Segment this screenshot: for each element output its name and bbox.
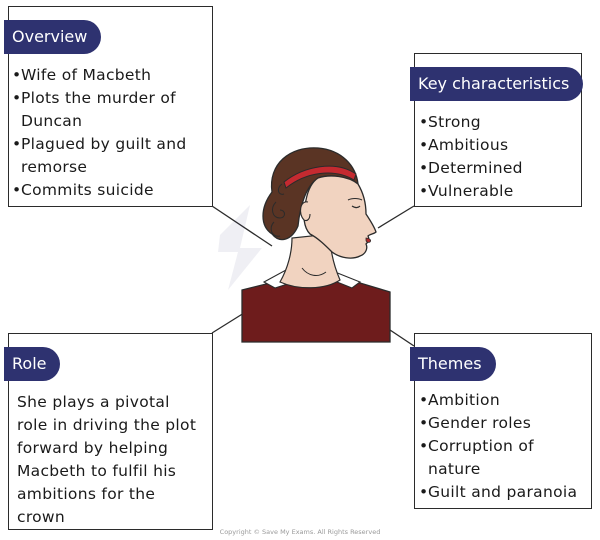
overview-list: Wife of Macbeth Plots the murder of Dunc… — [12, 64, 210, 202]
list-item: Strong — [419, 111, 579, 134]
list-item: Plagued by guilt and remorse — [12, 133, 210, 179]
list-item: Gender roles — [419, 412, 591, 435]
themes-list: Ambition Gender roles Corruption of natu… — [419, 389, 591, 504]
themes-title: Themes — [410, 347, 496, 381]
headband — [283, 165, 357, 189]
list-item: Determined — [419, 157, 579, 180]
overview-title: Overview — [4, 20, 102, 54]
list-item: Ambition — [419, 389, 591, 412]
role-title: Role — [4, 347, 61, 381]
list-item: Vulnerable — [419, 180, 579, 203]
lady-macbeth-illustration — [218, 147, 391, 343]
list-item: Guilt and paranoia — [419, 481, 591, 504]
watermark-logo-icon — [218, 205, 262, 290]
list-item: Corruption of nature — [419, 435, 591, 481]
list-item: Ambitious — [419, 134, 579, 157]
role-description: She plays a pivotal role in driving the … — [17, 393, 197, 526]
key-characteristics-list: Strong Ambitious Determined Vulnerable — [419, 111, 579, 203]
key-characteristics-title: Key characteristics — [410, 67, 584, 101]
copyright-notice: Copyright © Save My Exams. All Rights Re… — [219, 528, 381, 536]
list-item: Commits suicide — [12, 179, 210, 202]
list-item: Wife of Macbeth — [12, 64, 210, 87]
face — [303, 175, 377, 259]
list-item: Plots the murder of Duncan — [12, 87, 210, 133]
